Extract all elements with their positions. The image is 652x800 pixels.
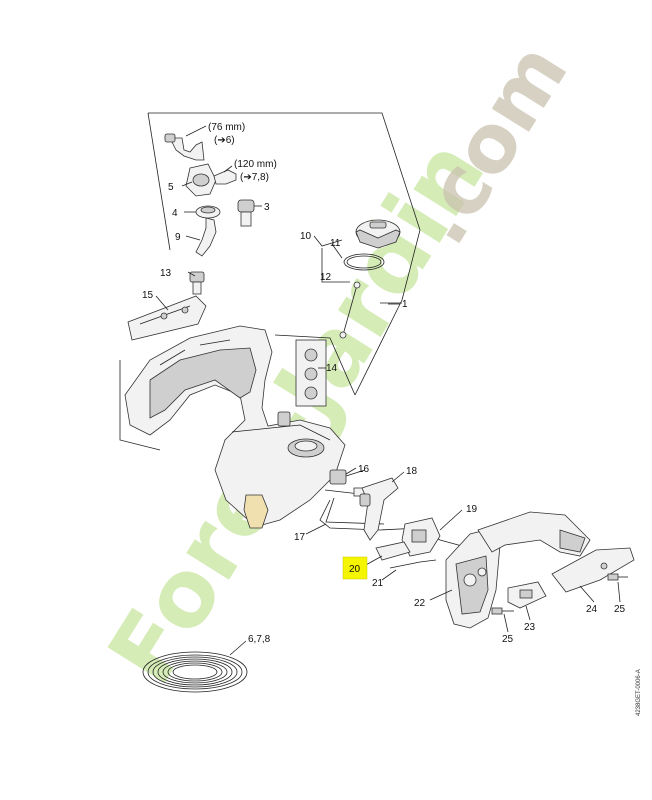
callout-5: 5 (168, 182, 174, 193)
assembly-frame (119, 112, 421, 451)
callout-labels: (76 mm) (➔6) (120 mm) (➔7,8) 5 4 3 9 10 … (142, 122, 626, 645)
part-handle-bar (477, 511, 591, 557)
part-handle-housing (445, 527, 501, 629)
part-connector (324, 469, 366, 497)
callout-6-7-8: 6,7,8 (248, 634, 271, 645)
part-tank-cap (355, 219, 401, 249)
callout-18: 18 (406, 466, 418, 477)
highlight-box-part-20 (342, 556, 368, 580)
callout-9: 9 (175, 232, 181, 243)
part-switch (401, 517, 463, 557)
callout-16: 16 (358, 464, 370, 475)
callout-23: 23 (524, 622, 536, 633)
leader-lines (155, 125, 621, 633)
part-plug (189, 271, 205, 295)
callout-12: 12 (320, 272, 332, 283)
part-throttle-trigger (359, 477, 399, 541)
part-tank-vent (237, 199, 255, 227)
part-fuel-hose-short (164, 133, 205, 161)
part-bracket (507, 581, 547, 609)
callout-25-right: 25 (614, 604, 626, 615)
part-main-housing (124, 325, 346, 529)
part-fuel-hose-long (195, 217, 217, 257)
callout-24: 24 (586, 604, 598, 615)
part-screw-b (607, 573, 628, 581)
part-retaining-strap (339, 281, 361, 339)
hose-ref-label-1: (➔6) (214, 135, 235, 146)
part-contact-spring (375, 541, 411, 561)
callout-14: 14 (326, 363, 338, 374)
callout-1: 1 (402, 299, 408, 310)
callout-25-left: 25 (502, 634, 514, 645)
part-screw-a (491, 607, 514, 615)
callout-20: 20 (349, 564, 361, 575)
callout-21: 21 (372, 578, 384, 589)
callout-19: 19 (466, 504, 478, 515)
part-grommet (195, 205, 221, 219)
callout-13: 13 (160, 268, 172, 279)
part-o-ring (343, 253, 385, 271)
part-cover-strip (127, 295, 207, 341)
part-handle-cover (551, 547, 635, 593)
callout-22: 22 (414, 598, 426, 609)
hose-length-label-2: (120 mm) (234, 159, 277, 170)
callout-10: 10 (300, 231, 312, 242)
part-label-plate (295, 339, 327, 407)
hose-ref-label-2: (➔7,8) (240, 172, 269, 183)
drawing-reference-code: 4238GET-0006-A (636, 669, 642, 716)
callout-17: 17 (294, 532, 306, 543)
part-fuel-filter (185, 163, 237, 197)
callout-15: 15 (142, 290, 154, 301)
callout-3: 3 (264, 202, 270, 213)
hose-length-label-1: (76 mm) (208, 122, 245, 133)
callout-11: 11 (330, 238, 341, 249)
part-short-circuit-wire (389, 559, 437, 569)
part-fuel-line-coil (142, 640, 248, 693)
callout-4: 4 (172, 208, 178, 219)
